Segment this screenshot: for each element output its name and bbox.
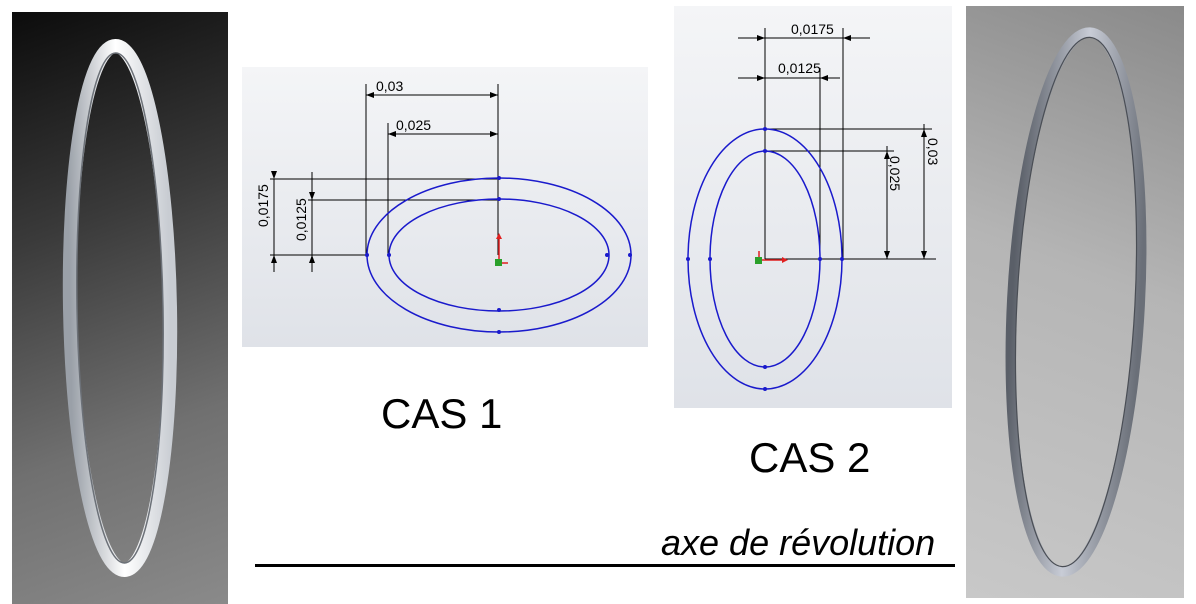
sketch-case-2: 0,0175 0,0125 0,03 0,025 bbox=[674, 6, 952, 408]
axis-of-revolution-label: axe de révolution bbox=[661, 522, 936, 563]
sketch-case-1-drawing: 0,03 0,025 0,0175 0,0125 bbox=[255, 78, 632, 334]
rendered-ring-case-1 bbox=[12, 12, 228, 604]
dim-inner-x: 0,0125 bbox=[778, 60, 821, 76]
ring-inner-edge bbox=[76, 52, 164, 564]
origin-marker bbox=[495, 259, 502, 266]
dim-outer-x: 0,03 bbox=[376, 78, 403, 94]
case-1-label: CAS 1 bbox=[381, 390, 503, 437]
ring-render-left bbox=[62, 39, 178, 577]
dim-outer-y: 0,03 bbox=[925, 138, 941, 165]
rendered-ring-case-2 bbox=[966, 6, 1184, 598]
dim-inner-y: 0,0125 bbox=[293, 198, 309, 241]
ring-torus bbox=[1005, 27, 1147, 577]
origin-marker bbox=[755, 257, 762, 264]
dim-outer-y: 0,0175 bbox=[255, 184, 271, 227]
ring-render-right bbox=[1005, 27, 1147, 577]
ring-inner-edge bbox=[1014, 36, 1138, 568]
dim-outer-x: 0,0175 bbox=[791, 21, 834, 37]
case-2-label: CAS 2 bbox=[749, 434, 871, 481]
sketch-case-2-drawing: 0,0175 0,0125 0,03 0,025 bbox=[686, 21, 941, 391]
dim-inner-x: 0,025 bbox=[396, 117, 431, 133]
sketch-case-1: 0,03 0,025 0,0175 0,0125 bbox=[242, 67, 648, 347]
ring-torus bbox=[62, 39, 178, 577]
dim-inner-y: 0,025 bbox=[887, 156, 903, 191]
axis-of-revolution-line bbox=[255, 564, 955, 567]
